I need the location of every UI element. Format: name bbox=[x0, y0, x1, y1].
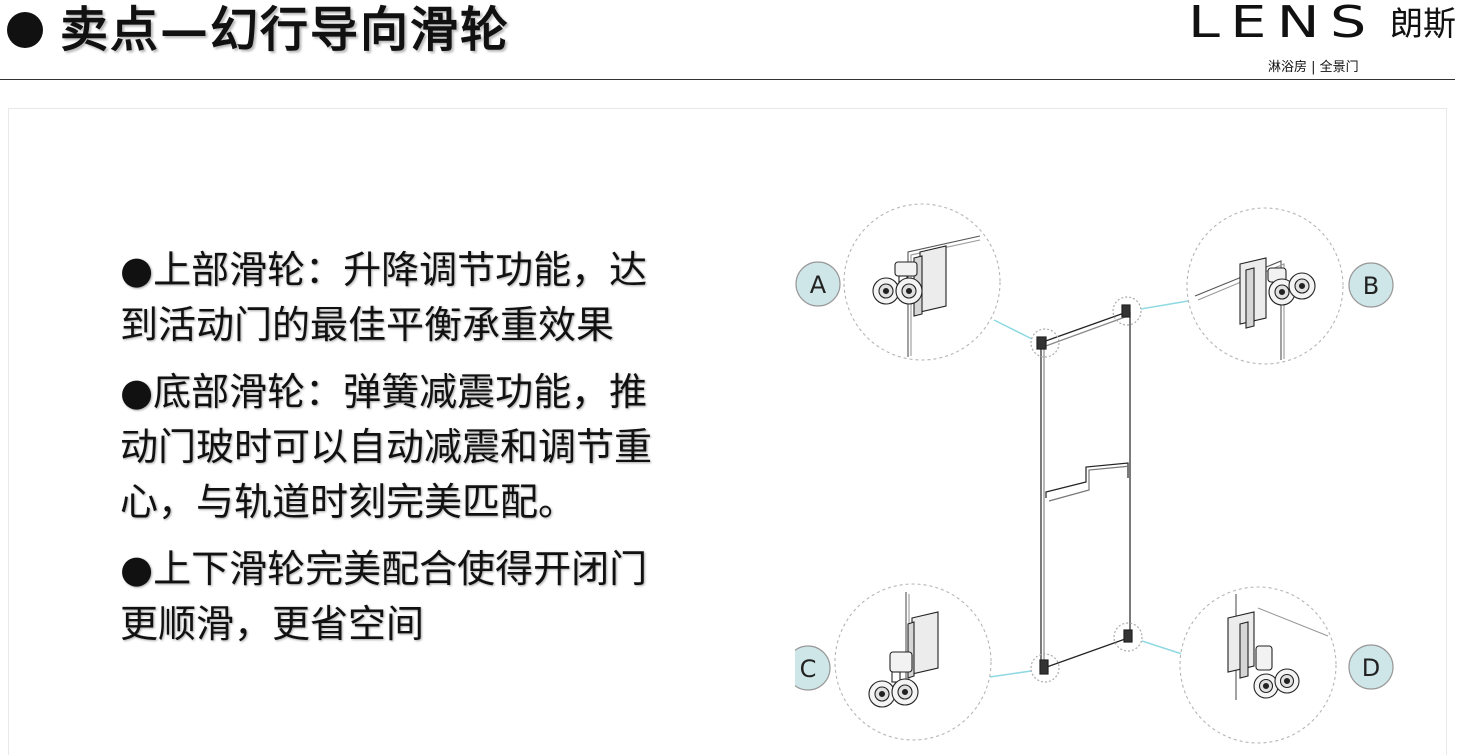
callout-label-b: B bbox=[1363, 272, 1379, 300]
roller-wheel-pin bbox=[1298, 282, 1306, 290]
bullet-combined-rollers: ●上下滑轮完美配合使得开闭门 更顺滑，更省空间 bbox=[120, 542, 652, 652]
bullet-line: ●上部滑轮：升降调节功能，达 bbox=[120, 248, 648, 292]
roller-mark-top-left bbox=[1036, 336, 1047, 350]
detail-marker-top-left bbox=[1030, 328, 1060, 358]
clamp-plate-back bbox=[911, 611, 939, 675]
roller-bracket bbox=[894, 261, 918, 277]
callout-d-detail bbox=[1179, 586, 1337, 744]
glass-door-panel bbox=[1030, 296, 1143, 683]
connector-d bbox=[1141, 640, 1183, 655]
bullet-bottom-roller: ●底部滑轮：弹簧减震功能，推 动门玻时可以自动减震和调节重 心，与轨道时刻完美匹… bbox=[120, 365, 652, 530]
connector-b bbox=[1140, 300, 1189, 310]
roller-mark-bottom-right bbox=[1123, 629, 1133, 643]
bullet-line: 更顺滑，更省空间 bbox=[120, 602, 425, 646]
detail-marker-bottom-left bbox=[1030, 653, 1060, 683]
callout-label-a: A bbox=[810, 271, 827, 299]
clamp-plate-front bbox=[1245, 267, 1255, 329]
roller-wheel-pin bbox=[901, 688, 909, 696]
bullet-line: 心，与轨道时刻完美匹配。 bbox=[120, 480, 577, 524]
bullet-line: 动门玻时可以自动减震和调节重 bbox=[120, 425, 653, 469]
callout-label-d-badge bbox=[1348, 644, 1394, 690]
feature-bullet-list: ●上部滑轮：升降调节功能，达 到活动门的最佳平衡承重效果 ●底部滑轮：弹簧减震功… bbox=[120, 243, 652, 664]
door-towel-bar-inner bbox=[1048, 465, 1132, 502]
bullet-line: ●上下滑轮完美配合使得开闭门 bbox=[120, 547, 648, 591]
callout-c-detail bbox=[834, 583, 992, 741]
brand-logo-text: LENS bbox=[1188, 0, 1377, 48]
title-bullet-icon bbox=[7, 12, 43, 48]
glass-edge bbox=[907, 235, 981, 357]
door-top-edge-inner bbox=[1042, 315, 1129, 348]
roller-wheel-pin bbox=[1262, 682, 1270, 690]
header-divider bbox=[0, 79, 1455, 80]
bullet-line: ●底部滑轮：弹簧减震功能，推 bbox=[120, 370, 648, 414]
callout-b-detail bbox=[1186, 207, 1344, 365]
callout-a-detail bbox=[843, 203, 1001, 361]
callout-labels: A B C D bbox=[795, 261, 1394, 691]
roller-wheel-pin bbox=[1278, 288, 1286, 296]
callout-label-c: C bbox=[800, 655, 817, 683]
clamp-plate-back bbox=[919, 245, 947, 313]
callout-label-c-badge bbox=[795, 645, 831, 691]
brand-logo-chinese: 朗斯 bbox=[1390, 4, 1456, 43]
roller-mark-top-right bbox=[1121, 304, 1131, 318]
roller-bracket bbox=[889, 651, 913, 673]
detail-marker-top-right bbox=[1112, 296, 1142, 326]
sliding-door-roller-diagram: A B C D bbox=[795, 203, 1394, 744]
connector-a bbox=[993, 319, 1033, 340]
callout-label-b-badge bbox=[1348, 262, 1394, 308]
glass-edge bbox=[1194, 260, 1282, 360]
glass-edge-inner bbox=[1197, 263, 1285, 359]
roller-wheel-pin bbox=[878, 690, 886, 698]
callout-label-d: D bbox=[1362, 654, 1380, 682]
roller-wheel-pin bbox=[905, 287, 913, 295]
glass-edge-inner bbox=[910, 239, 981, 356]
connector-c bbox=[989, 670, 1032, 678]
roller-mark-bottom-left bbox=[1039, 659, 1049, 675]
door-bottom-edge bbox=[1043, 637, 1129, 669]
connector-lines bbox=[989, 300, 1189, 678]
roller-bracket bbox=[1255, 645, 1273, 671]
roller-wheel-pin bbox=[882, 287, 890, 295]
roller-wheel-pin bbox=[1283, 677, 1291, 685]
page-title: 卖点—幻行导向滑轮 bbox=[60, 2, 511, 58]
glass-edge-top bbox=[1257, 607, 1329, 637]
detail-marker-bottom-right bbox=[1113, 622, 1143, 652]
brand-tagline: 淋浴房 | 全景门 bbox=[1268, 60, 1359, 75]
door-top-edge bbox=[1039, 311, 1128, 344]
callout-label-a-badge bbox=[795, 261, 841, 307]
bullet-line: 到活动门的最佳平衡承重效果 bbox=[120, 303, 615, 347]
bullet-upper-roller: ●上部滑轮：升降调节功能，达 到活动门的最佳平衡承重效果 bbox=[120, 243, 652, 353]
door-towel-bar bbox=[1045, 462, 1129, 498]
clamp-plate-front bbox=[1239, 621, 1249, 679]
